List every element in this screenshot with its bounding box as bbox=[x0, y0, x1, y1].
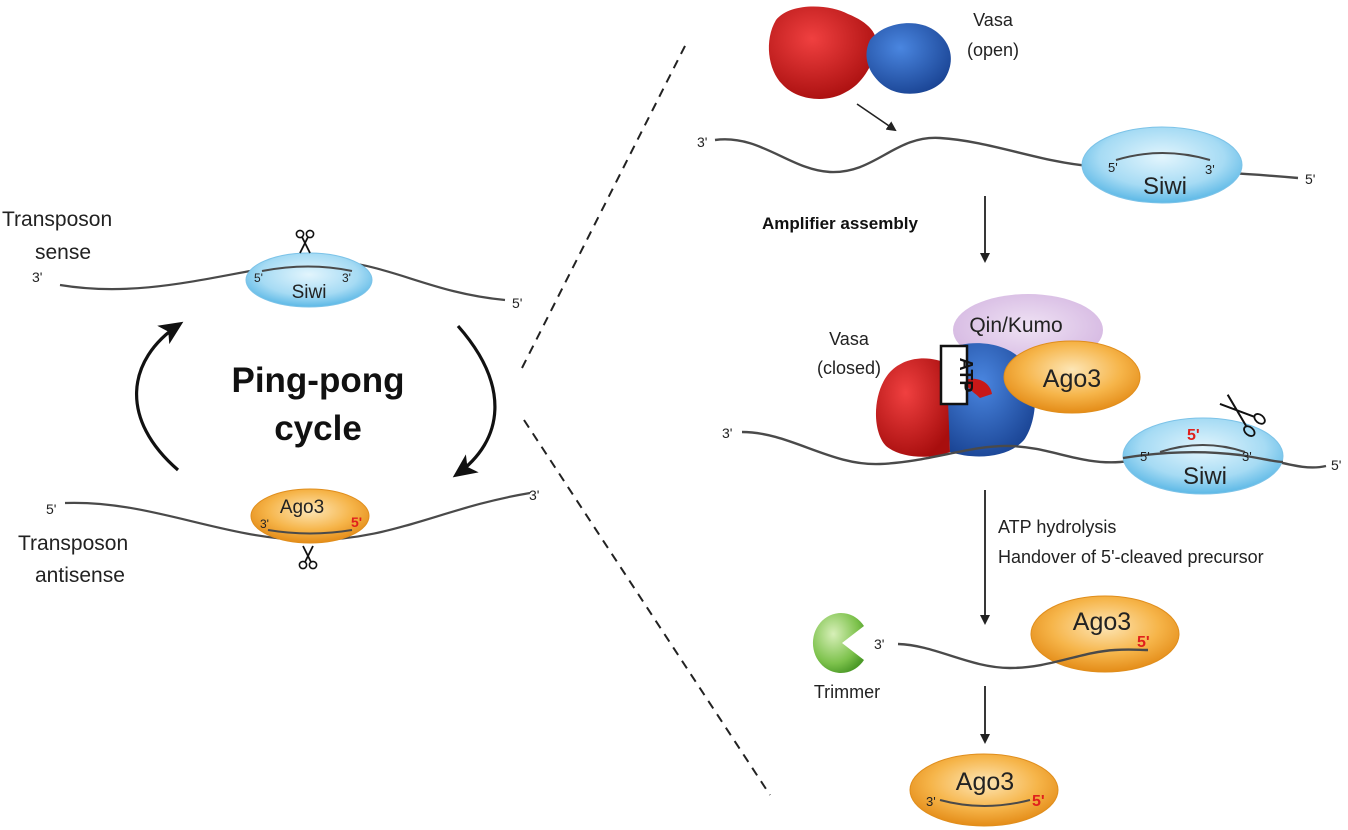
ago3-pirna-5: 5' bbox=[351, 514, 362, 530]
vasa-open-structure bbox=[768, 6, 951, 99]
vasa-closed-label-line2: (closed) bbox=[817, 358, 881, 378]
cleaved-5prime-label: 5' bbox=[1187, 427, 1200, 444]
atp-box bbox=[939, 344, 969, 406]
strand3-end-3: 3' bbox=[874, 636, 884, 652]
trimmer-label: Trimmer bbox=[814, 682, 880, 702]
curved-arrow-icon bbox=[452, 324, 497, 478]
scissors-icon bbox=[298, 545, 318, 570]
antisense-label-line1: Transposon bbox=[18, 532, 128, 555]
siwi-pirna-3: 3' bbox=[1205, 162, 1215, 177]
cycle-title-line2: cycle bbox=[274, 409, 362, 448]
siwi-label: Siwi bbox=[1143, 173, 1187, 200]
siwi-label: Siwi bbox=[292, 282, 327, 303]
siwi-pirna-5: 5' bbox=[1108, 160, 1118, 175]
ago3-pirna bbox=[267, 529, 353, 535]
ago3-protein bbox=[909, 753, 1059, 827]
scissors-icon bbox=[295, 229, 315, 254]
ago3-label: Ago3 bbox=[956, 768, 1014, 796]
protein-surface-icon bbox=[866, 23, 951, 94]
protein-surface-icon bbox=[964, 378, 992, 398]
trimmer-pacman-icon bbox=[812, 613, 864, 673]
siwi-protein bbox=[1081, 126, 1243, 204]
ago3-protein bbox=[1003, 340, 1141, 414]
sense-end-5: 5' bbox=[512, 295, 522, 311]
ago3-pirna-3: 3' bbox=[926, 794, 936, 809]
ago3-label: Ago3 bbox=[1043, 365, 1101, 393]
siwi-pirna-5: 5' bbox=[1140, 449, 1150, 464]
vasa-open-label-line1: Vasa bbox=[973, 10, 1014, 30]
strand1-end-3: 3' bbox=[697, 134, 707, 150]
curved-arrow-icon bbox=[135, 321, 184, 472]
siwi-label: Siwi bbox=[1183, 463, 1227, 490]
siwi-pirna bbox=[1159, 444, 1246, 453]
ago3-protein bbox=[250, 488, 370, 544]
step-atp-hydrolysis: ATP hydrolysis bbox=[998, 517, 1116, 537]
right-panel: Vasa (open) 3' 5' Siwi 5' 3' Amplifier a… bbox=[697, 6, 1341, 827]
siwi-protein bbox=[1122, 417, 1284, 495]
strand1-end-5: 5' bbox=[1305, 171, 1315, 187]
qin-kumo-label: Qin/Kumo bbox=[969, 314, 1062, 337]
ago3-pirna-5: 5' bbox=[1032, 793, 1045, 810]
sense-label-line2: sense bbox=[35, 241, 91, 264]
vasa-closed-label-line1: Vasa bbox=[829, 329, 870, 349]
zoom-guide-line bbox=[521, 39, 689, 369]
antisense-label-line2: antisense bbox=[35, 564, 125, 587]
siwi-pirna bbox=[261, 265, 353, 272]
protein-surface-icon bbox=[768, 6, 877, 99]
step-handover: Handover of 5'-cleaved precursor bbox=[998, 547, 1264, 567]
siwi-pirna-3: 3' bbox=[342, 271, 351, 285]
ago3-protein bbox=[1030, 595, 1180, 673]
zoom-guide-line bbox=[523, 419, 771, 796]
cycle-title-line1: Ping-pong bbox=[231, 361, 404, 400]
ago3-label: Ago3 bbox=[280, 497, 324, 518]
step-amplifier-assembly: Amplifier assembly bbox=[762, 214, 918, 233]
siwi-pirna-3: 3' bbox=[1242, 449, 1252, 464]
siwi-pirna-5: 5' bbox=[254, 271, 263, 285]
ago3-pirna bbox=[939, 799, 1031, 807]
scissors-icon bbox=[1219, 394, 1266, 437]
down-arrow-icon bbox=[856, 103, 897, 132]
sense-end-3: 3' bbox=[32, 269, 42, 285]
strand2-end-5: 5' bbox=[1331, 457, 1341, 473]
rna-strand-2 bbox=[1122, 450, 1284, 464]
strand2-end-3: 3' bbox=[722, 425, 732, 441]
rna-strand-3 bbox=[897, 642, 1149, 670]
antisense-end-3: 3' bbox=[529, 487, 539, 503]
left-panel: Transposon sense 3' 5' Siwi 5' 3' Ping-p… bbox=[2, 208, 539, 587]
vasa-open-label-line2: (open) bbox=[967, 40, 1019, 60]
ago3-pirna-3: 3' bbox=[260, 517, 269, 531]
atp-label: ATP bbox=[956, 358, 976, 393]
protein-surface-icon bbox=[875, 358, 950, 457]
antisense-end-5: 5' bbox=[46, 501, 56, 517]
sense-label-line1: Transposon bbox=[2, 208, 112, 231]
siwi-pirna bbox=[1115, 152, 1211, 161]
ago3-5prime-label: 5' bbox=[1137, 634, 1150, 651]
ago3-label: Ago3 bbox=[1073, 608, 1131, 636]
